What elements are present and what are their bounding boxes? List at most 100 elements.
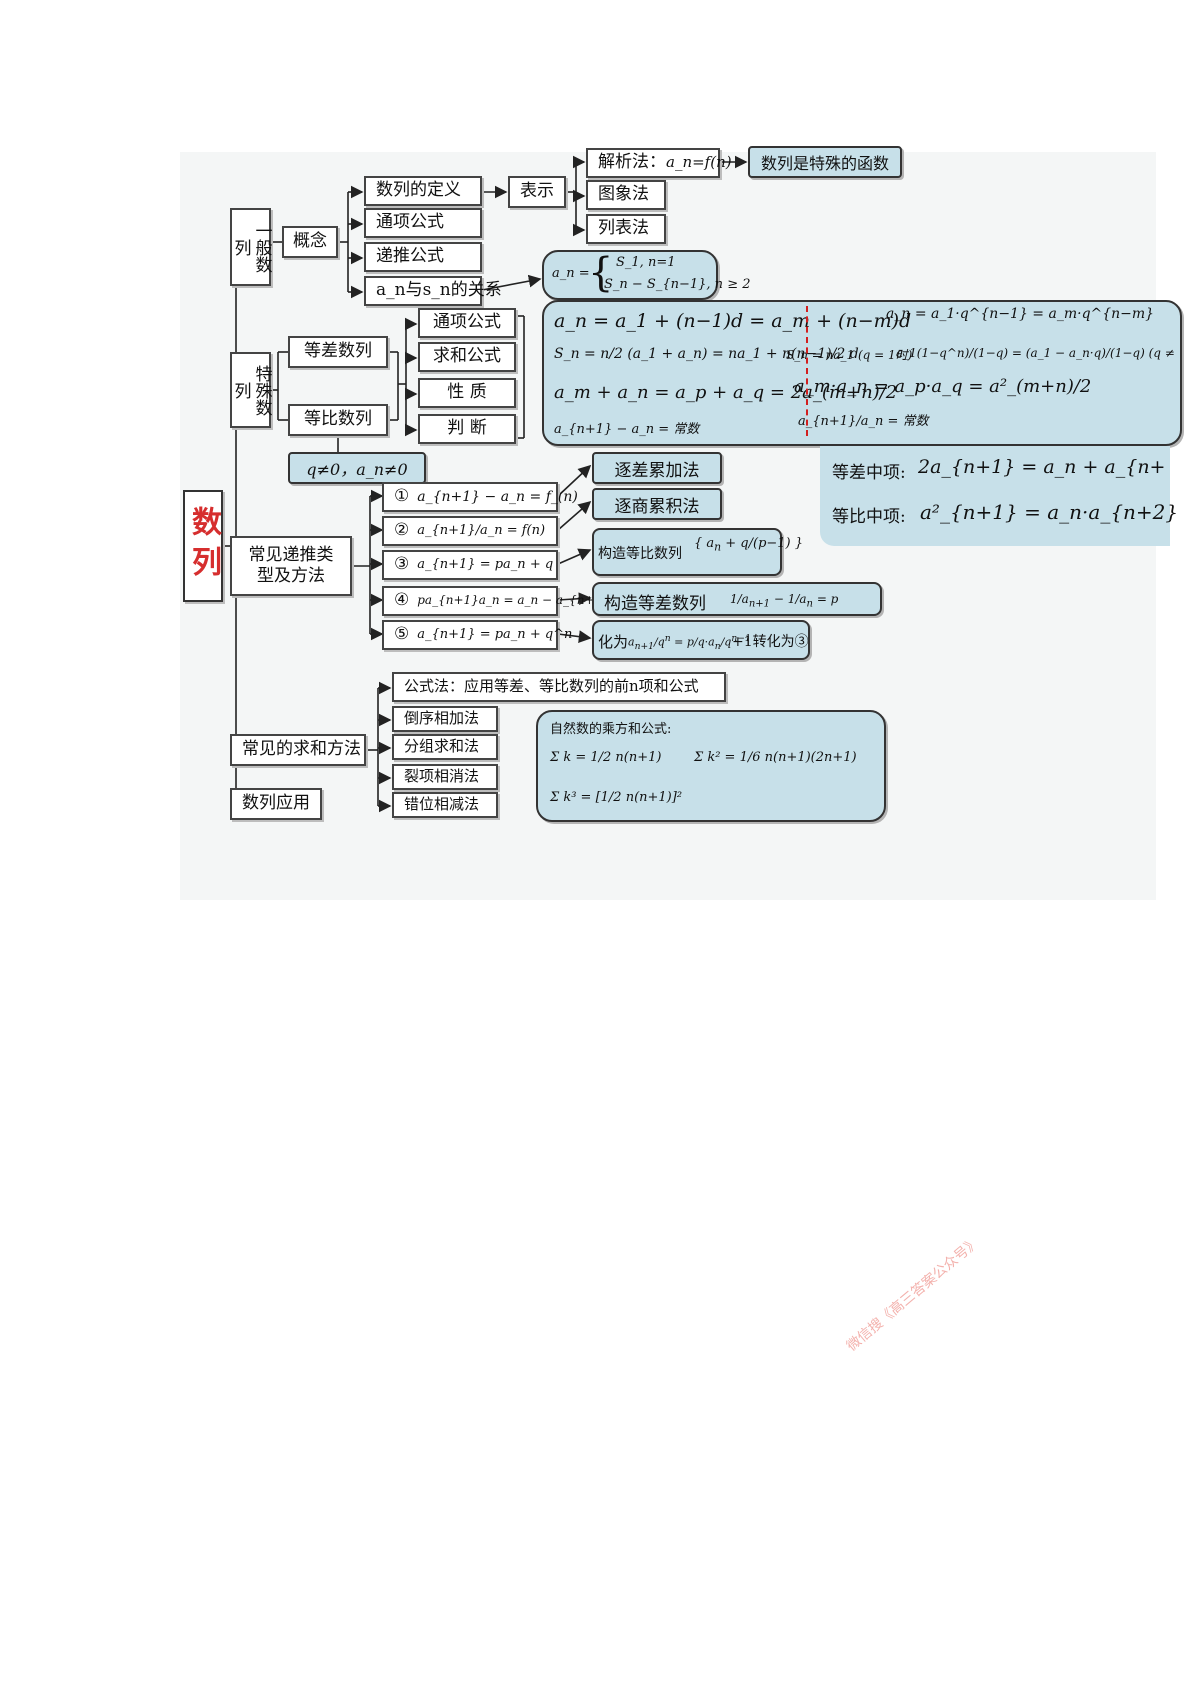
recursion-item-4-formula: pa_{n+1}a_n = a_n − a_{n+1} [417,593,610,608]
method-construct-arithmetic-label: 构造等差数列 [604,594,706,614]
method-construct-arithmetic-expr: 1/an+1 − 1/an = p [730,592,839,610]
property-node: 性 质 [418,378,516,408]
definition-label: 数列的定义 [376,180,461,201]
sum-group-label: 分组求和法 [404,737,480,756]
special-sequence-label: 特殊数列 [230,364,272,416]
piecewise-row-2: S_n − S_{n−1}, n ≥ 2 [604,277,751,292]
property-label: 性 质 [447,382,487,403]
method-cumulative-product-label: 逐商累积法 [614,496,700,517]
analytic-method-node: 解析法： a_n=f(n) [586,148,732,178]
method-transform-expr: an+1/qn = p/q·an/qn−1 [628,633,751,652]
power-sum-panel: 自然数的乘方和公式: Σ k = 1/2 n(n+1) Σ k² = 1/6 n… [536,710,886,822]
method-cumulative-product: 逐商累积法 [592,488,722,520]
nonzero-condition-node: q≠0，a_n≠0 [288,452,426,484]
special-function-node: 数列是特殊的函数 [748,146,902,178]
sum-formula-method-node: 公式法：应用等差、等比数列的前n项和公式 [392,672,726,702]
nonzero-condition-text: q≠0，a_n≠0 [306,460,408,479]
piecewise-brace: { [588,250,614,296]
method-cumulative-sum-label: 逐差累加法 [614,460,700,481]
arith-middle-label: 等差中项: [832,463,906,483]
recursion-item-4-num: ④ [394,590,410,611]
judge-node: 判 断 [418,414,516,444]
geo-judge-formula: a_{n+1}/a_n = 常数 [798,414,929,429]
piecewise-lhs: a_n = [552,266,590,281]
recursion-item-4: ④ pa_{n+1}a_n = a_n − a_{n+1} [382,586,610,616]
recursion-item-5-num: ⑤ [394,624,410,645]
sum-telescoping-node: 裂项相消法 [392,764,498,790]
general-term-label: 通项公式 [376,212,444,233]
method-construct-geometric-expr: { an + q/(p−1) } [694,536,804,554]
summation-methods-node: 常见的求和方法 [230,734,366,766]
analytic-method-label: 解析法： [598,152,666,173]
geo-middle-label: 等比中项: [832,507,906,527]
recursion-item-5: ⑤ a_{n+1} = pa_n + q^n [382,620,572,650]
recursive-formula-node: 递推公式 [364,242,482,272]
arith-middle-formula: 2a_{n+1} = a_n + a_{n+ [918,456,1166,478]
arith-general-formula: a_n = a_1 + (n−1)d = a_m + (n−m)d [554,310,912,332]
graph-method-node: 图象法 [586,180,666,210]
recursion-item-3-num: ③ [394,554,410,575]
an-sn-relation-node: a_n与s_n的关系 [364,276,502,306]
an-sn-relation-label: a_n与s_n的关系 [376,280,502,301]
method-construct-geometric-label: 构造等比数列 [598,546,682,562]
table-method-label: 列表法 [598,218,649,239]
arith-sum-formula: S_n = n/2 (a_1 + a_n) = na_1 + n(n−1)/2 … [554,346,859,362]
sequence-mind-map: 数列 一般数列 概念 数列的定义 通项公式 递推公式 a_n与s_n的关系 表示… [180,146,1182,900]
sum-misaligned-node: 错位相减法 [392,792,498,818]
power-sum-k2: Σ k² = 1/6 n(n+1)(2n+1) [694,750,857,765]
formula-panel-divider [806,306,808,436]
recursion-item-2-formula: a_{n+1}/a_n = f(n) [417,522,546,538]
application-label: 数列应用 [242,793,310,814]
general-term-node: 通项公式 [364,208,482,238]
sequence-formula-panel: a_n = a_1 + (n−1)d = a_m + (n−m)d S_n = … [542,300,1182,446]
middle-term-panel: 等差中项: 2a_{n+1} = a_n + a_{n+ 等比中项: a²_{n… [820,446,1178,546]
geo-general-formula: a_n = a_1·q^{n−1} = a_m·q^{n−m} [886,306,1155,322]
recursion-item-5-formula: a_{n+1} = pa_n + q^n [417,626,573,642]
summation-methods-label: 常见的求和方法 [242,739,361,760]
geo-property-formula: a_m·a_n = a_p·a_q = a²_(m+n)/2 [794,376,1092,397]
sum-misaligned-label: 错位相减法 [404,795,480,814]
arith-judge-formula: a_{n+1} − a_n = 常数 [554,422,700,437]
method-cumulative-sum: 逐差累加法 [592,452,722,484]
method-construct-geometric: 构造等比数列 { an + q/(p−1) } [592,528,803,576]
power-sum-k3: Σ k³ = [1/2 n(n+1)]² [550,790,683,805]
sum-group-node: 分组求和法 [392,734,498,760]
arithmetic-sequence-label: 等差数列 [304,341,372,362]
application-node: 数列应用 [230,788,322,820]
arithmetic-sequence-node: 等差数列 [288,336,388,368]
recursion-item-1: ① a_{n+1} − a_n = f_(n) [382,482,578,512]
sum-formula-node: 求和公式 [418,342,516,372]
main-title: 数列 [183,490,223,602]
sum-telescoping-label: 裂项相消法 [404,767,480,786]
geo-sum-formula-b: a_1(1−q^n)/(1−q) = (a_1 − a_n·q)/(1−q) (… [896,346,1175,360]
recursion-item-2-num: ② [394,520,410,541]
method-construct-arithmetic: 构造等差数列 1/an+1 − 1/an = p [592,582,882,616]
recursion-item-2: ② a_{n+1}/a_n = f(n) [382,516,558,546]
general-sequence-node: 一般数列 [230,208,272,286]
piecewise-row-1: S_1, n=1 [616,255,676,270]
special-general-term-node: 通项公式 [418,308,516,338]
recursive-formula-label: 递推公式 [376,246,444,267]
representation-label: 表示 [520,181,554,202]
sum-formula-method-label: 公式法：应用等差、等比数列的前n项和公式 [404,677,699,696]
recursion-item-3: ③ a_{n+1} = pa_n + q [382,550,558,580]
power-sum-title: 自然数的乘方和公式: [550,722,672,737]
recursion-item-3-formula: a_{n+1} = pa_n + q [417,556,554,572]
table-method-node: 列表法 [586,214,666,244]
method-transform-to-3: 化为 an+1/qn = p/q·an/qn−1 +1转化为③ [592,620,810,660]
watermark: 微信搜《高三答案公众号》 [843,1234,983,1355]
method-transform-suffix: +1转化为③ [732,634,809,650]
connector-lines [223,155,748,813]
geometric-sequence-node: 等比数列 [288,404,388,436]
special-sequence-node: 特殊数列 [230,352,272,428]
main-title-text: 数列 [186,506,221,586]
definition-node: 数列的定义 [364,176,482,206]
sum-formula-label: 求和公式 [433,346,501,367]
geo-sum-formula-a: S_n = na_1 (q = 1时) [786,348,913,362]
recursion-item-1-formula: a_{n+1} − a_n = f_(n) [417,488,578,505]
graph-method-label: 图象法 [598,184,649,205]
representation-node: 表示 [508,176,566,208]
general-sequence-label: 一般数列 [230,221,272,273]
special-function-label: 数列是特殊的函数 [760,154,889,173]
sum-reverse-label: 倒序相加法 [404,709,480,728]
